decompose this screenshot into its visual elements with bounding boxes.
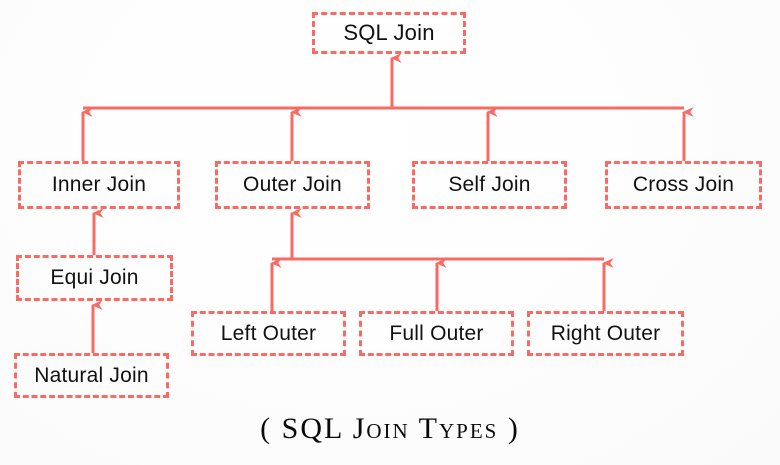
- node-full-outer[interactable]: Full Outer: [359, 311, 514, 356]
- node-self-join[interactable]: Self Join: [412, 161, 567, 209]
- node-right-outer[interactable]: Right Outer: [527, 311, 684, 356]
- node-left-outer[interactable]: Left Outer: [191, 311, 346, 356]
- node-cross-join[interactable]: Cross Join: [605, 161, 762, 209]
- node-equi-join[interactable]: Equi Join: [16, 255, 173, 301]
- node-sql-join[interactable]: SQL Join: [312, 12, 466, 54]
- node-natural-join[interactable]: Natural Join: [14, 353, 169, 398]
- diagram-caption: ( SQL Join Types ): [260, 412, 520, 445]
- node-outer-join[interactable]: Outer Join: [215, 161, 370, 209]
- node-inner-join[interactable]: Inner Join: [18, 161, 180, 209]
